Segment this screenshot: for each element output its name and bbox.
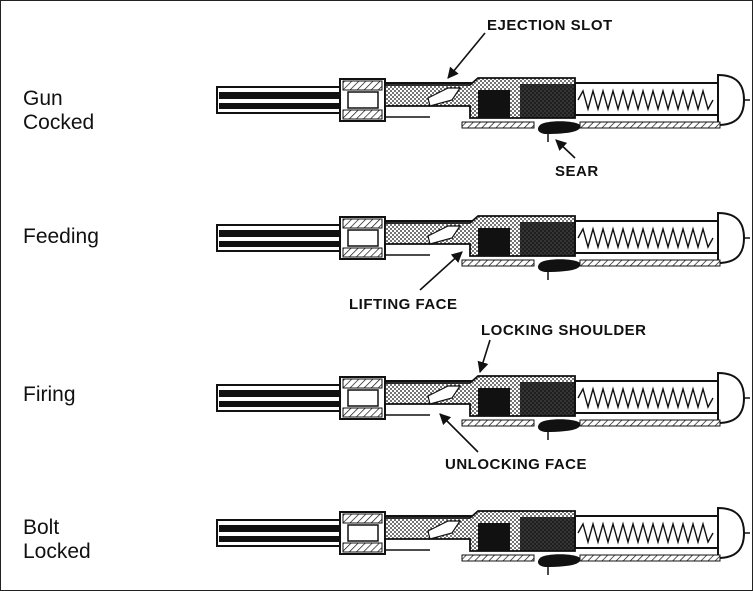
- leader-locking-shoulder: [477, 339, 491, 374]
- callout-ejection-slot: EJECTION SLOT: [487, 17, 613, 34]
- stage-label-feeding: Feeding: [23, 225, 99, 248]
- leader-sear: [555, 139, 576, 159]
- mechanism-firing: [216, 372, 751, 441]
- mechanism-gun-cocked: [216, 74, 751, 143]
- mechanism-feeding: [216, 212, 751, 281]
- callout-sear: SEAR: [555, 163, 599, 180]
- leader-lifting-face: [419, 251, 463, 291]
- leader-ejection-slot: [447, 32, 486, 79]
- callout-locking-shoulder: LOCKING SHOULDER: [481, 322, 647, 339]
- stage-label-bolt-locked: Bolt Locked: [23, 516, 91, 563]
- mechanism-bolt-locked: [216, 507, 751, 576]
- stage-label-gun-cocked: Gun Cocked: [23, 87, 95, 134]
- leader-unlocking-face: [439, 413, 479, 453]
- stage-label-firing: Firing: [23, 383, 76, 406]
- callout-lifting-face: LIFTING FACE: [349, 296, 458, 313]
- callout-unlocking-face: UNLOCKING FACE: [445, 456, 587, 473]
